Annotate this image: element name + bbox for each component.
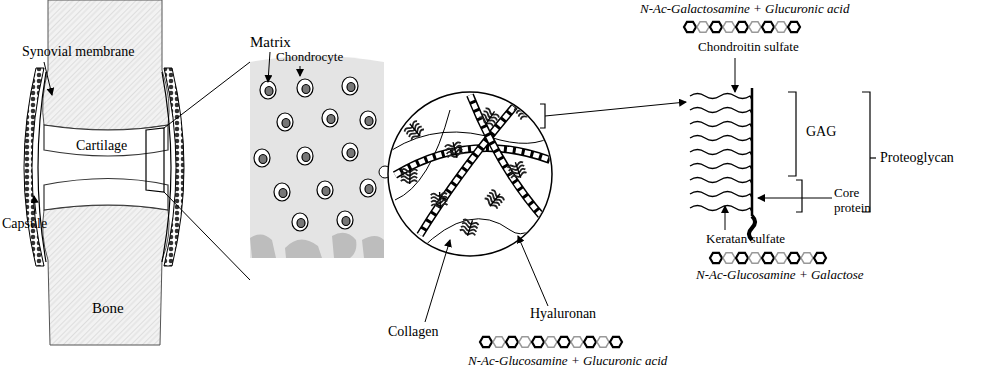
part-name: GAG [806, 124, 836, 140]
chondrocyte [292, 213, 308, 231]
gag-chain [690, 206, 752, 213]
nucleus [322, 187, 330, 196]
part-name: Capsule [2, 216, 47, 232]
sugar-unit [684, 22, 696, 32]
sugar-unit [584, 337, 596, 347]
chondrocyte [342, 143, 358, 161]
sugar-unit [788, 22, 800, 32]
sugar-unit [558, 337, 570, 347]
sugar-unit [762, 253, 774, 263]
nucleus [297, 219, 305, 228]
sugar-unit [710, 253, 722, 263]
sugar-composition: N-Ac-Glucosamine + Glucuronic acid [468, 354, 667, 369]
sugar-unit [710, 22, 722, 32]
sugar-unit [571, 337, 583, 347]
chondrocyte [277, 113, 293, 131]
part-name: Cartilage [76, 138, 127, 154]
nucleus [259, 155, 267, 164]
proteoglycan-icon [459, 218, 479, 238]
nucleus [347, 83, 355, 92]
nucleus [302, 153, 310, 162]
chondrocyte [337, 211, 353, 229]
sugar-unit [814, 253, 826, 263]
nucleus [279, 189, 287, 198]
chondrocyte [360, 179, 376, 197]
chondrocyte [254, 149, 270, 167]
nucleus [282, 119, 290, 128]
sugar-unit [775, 22, 787, 32]
nucleus [265, 87, 273, 96]
sugar-unit [736, 22, 748, 32]
part-name: Proteoglycan [880, 150, 954, 166]
sugar-unit [545, 337, 557, 347]
proteoglycan-icon [401, 168, 418, 185]
gag-chain [690, 192, 752, 199]
part-name: Hyaluronan [530, 306, 596, 322]
part-name: Chondrocyte [276, 50, 343, 65]
part-name: Collagen [388, 324, 439, 340]
sugar-unit [749, 253, 761, 263]
sugar-unit [493, 337, 505, 347]
nucleus [327, 115, 335, 124]
sugar-unit [506, 337, 518, 347]
gag-chain [690, 178, 752, 185]
sugar-composition: N-Ac-Glucosamine + Galactose [696, 268, 864, 283]
sugar-unit [762, 22, 774, 32]
sugar-unit [788, 253, 800, 263]
nucleus [365, 185, 373, 194]
sugar-unit [597, 337, 609, 347]
sugar-unit [519, 337, 531, 347]
gag-chain [690, 122, 752, 129]
nucleus [342, 217, 350, 226]
sugar-unit [749, 22, 761, 32]
chondrocyte [297, 79, 313, 97]
sugar-composition: N-Ac-Galactosamine + Glucuronic acid [640, 2, 849, 17]
chondrocyte [360, 111, 376, 129]
proteoglycan-icon [403, 119, 426, 142]
gag-chain [690, 108, 752, 115]
gag-chain [690, 94, 752, 101]
proteoglycan-icon [507, 160, 528, 181]
chondrocyte [342, 77, 358, 95]
chondrocyte [322, 109, 338, 127]
gag-chain [690, 164, 752, 171]
proteoglycan-icon [444, 140, 464, 160]
proteoglycan-icon [478, 106, 500, 128]
chondrocyte [297, 147, 313, 165]
gag-chain [690, 150, 752, 157]
chondrocyte [260, 81, 276, 99]
nucleus [302, 85, 310, 94]
part-name: Chondroitin sulfate [698, 40, 799, 55]
gag-chain [690, 136, 752, 143]
proteoglycan-icon [431, 192, 448, 209]
sugar-unit [697, 22, 709, 32]
proteoglycan-icon [483, 188, 506, 211]
part-name: Core protein [834, 186, 880, 216]
sugar-unit [723, 22, 735, 32]
sugar-unit [775, 253, 787, 263]
sugar-unit [736, 253, 748, 263]
part-name: Synovial membrane [22, 44, 134, 60]
sugar-unit [723, 253, 735, 263]
chondrocyte [317, 181, 333, 199]
part-name: Bone [92, 300, 124, 317]
nucleus [365, 117, 373, 126]
part-name: Matrix [250, 34, 291, 51]
part-name: Keratan sulfate [706, 232, 785, 247]
sugar-unit [480, 337, 492, 347]
sugar-unit [801, 253, 813, 263]
proteoglycan-icon [513, 99, 536, 122]
chondrocyte [274, 183, 290, 201]
nucleus [347, 149, 355, 158]
sugar-unit [610, 337, 622, 347]
sugar-unit [532, 337, 544, 347]
